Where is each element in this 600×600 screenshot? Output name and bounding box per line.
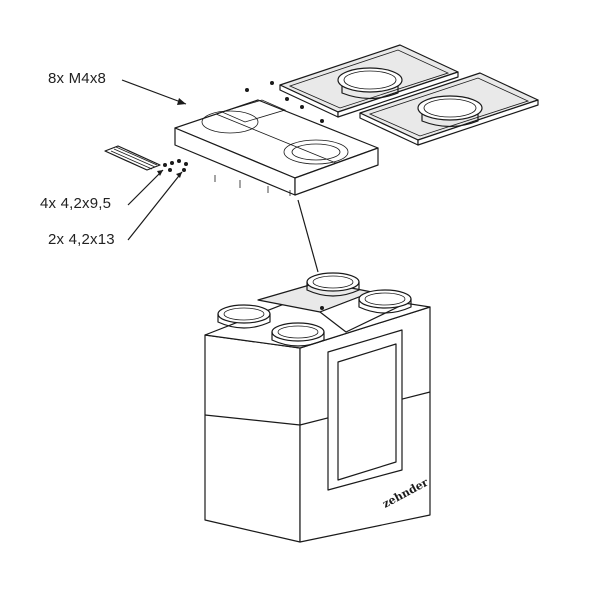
mounting-plate-rear (279, 44, 459, 118)
callout-screws-m4: 8x M4x8 (48, 70, 107, 87)
mounting-plate-front (359, 72, 539, 146)
mounting-strips (104, 145, 161, 171)
callout-screws-long: 2x 4,2x13 (48, 231, 115, 248)
leader-lines (121, 79, 319, 273)
ventilation-unit: zehnder (204, 272, 431, 543)
duct-connector-2 (306, 272, 360, 297)
duct-connector-3 (358, 289, 412, 314)
callout-screws-small: 4x 4,2x9,5 (40, 195, 112, 212)
duct-connector-1 (217, 304, 271, 329)
adapter-frame (174, 99, 379, 196)
small-screws (163, 159, 188, 172)
duct-connector-4 (271, 322, 325, 347)
